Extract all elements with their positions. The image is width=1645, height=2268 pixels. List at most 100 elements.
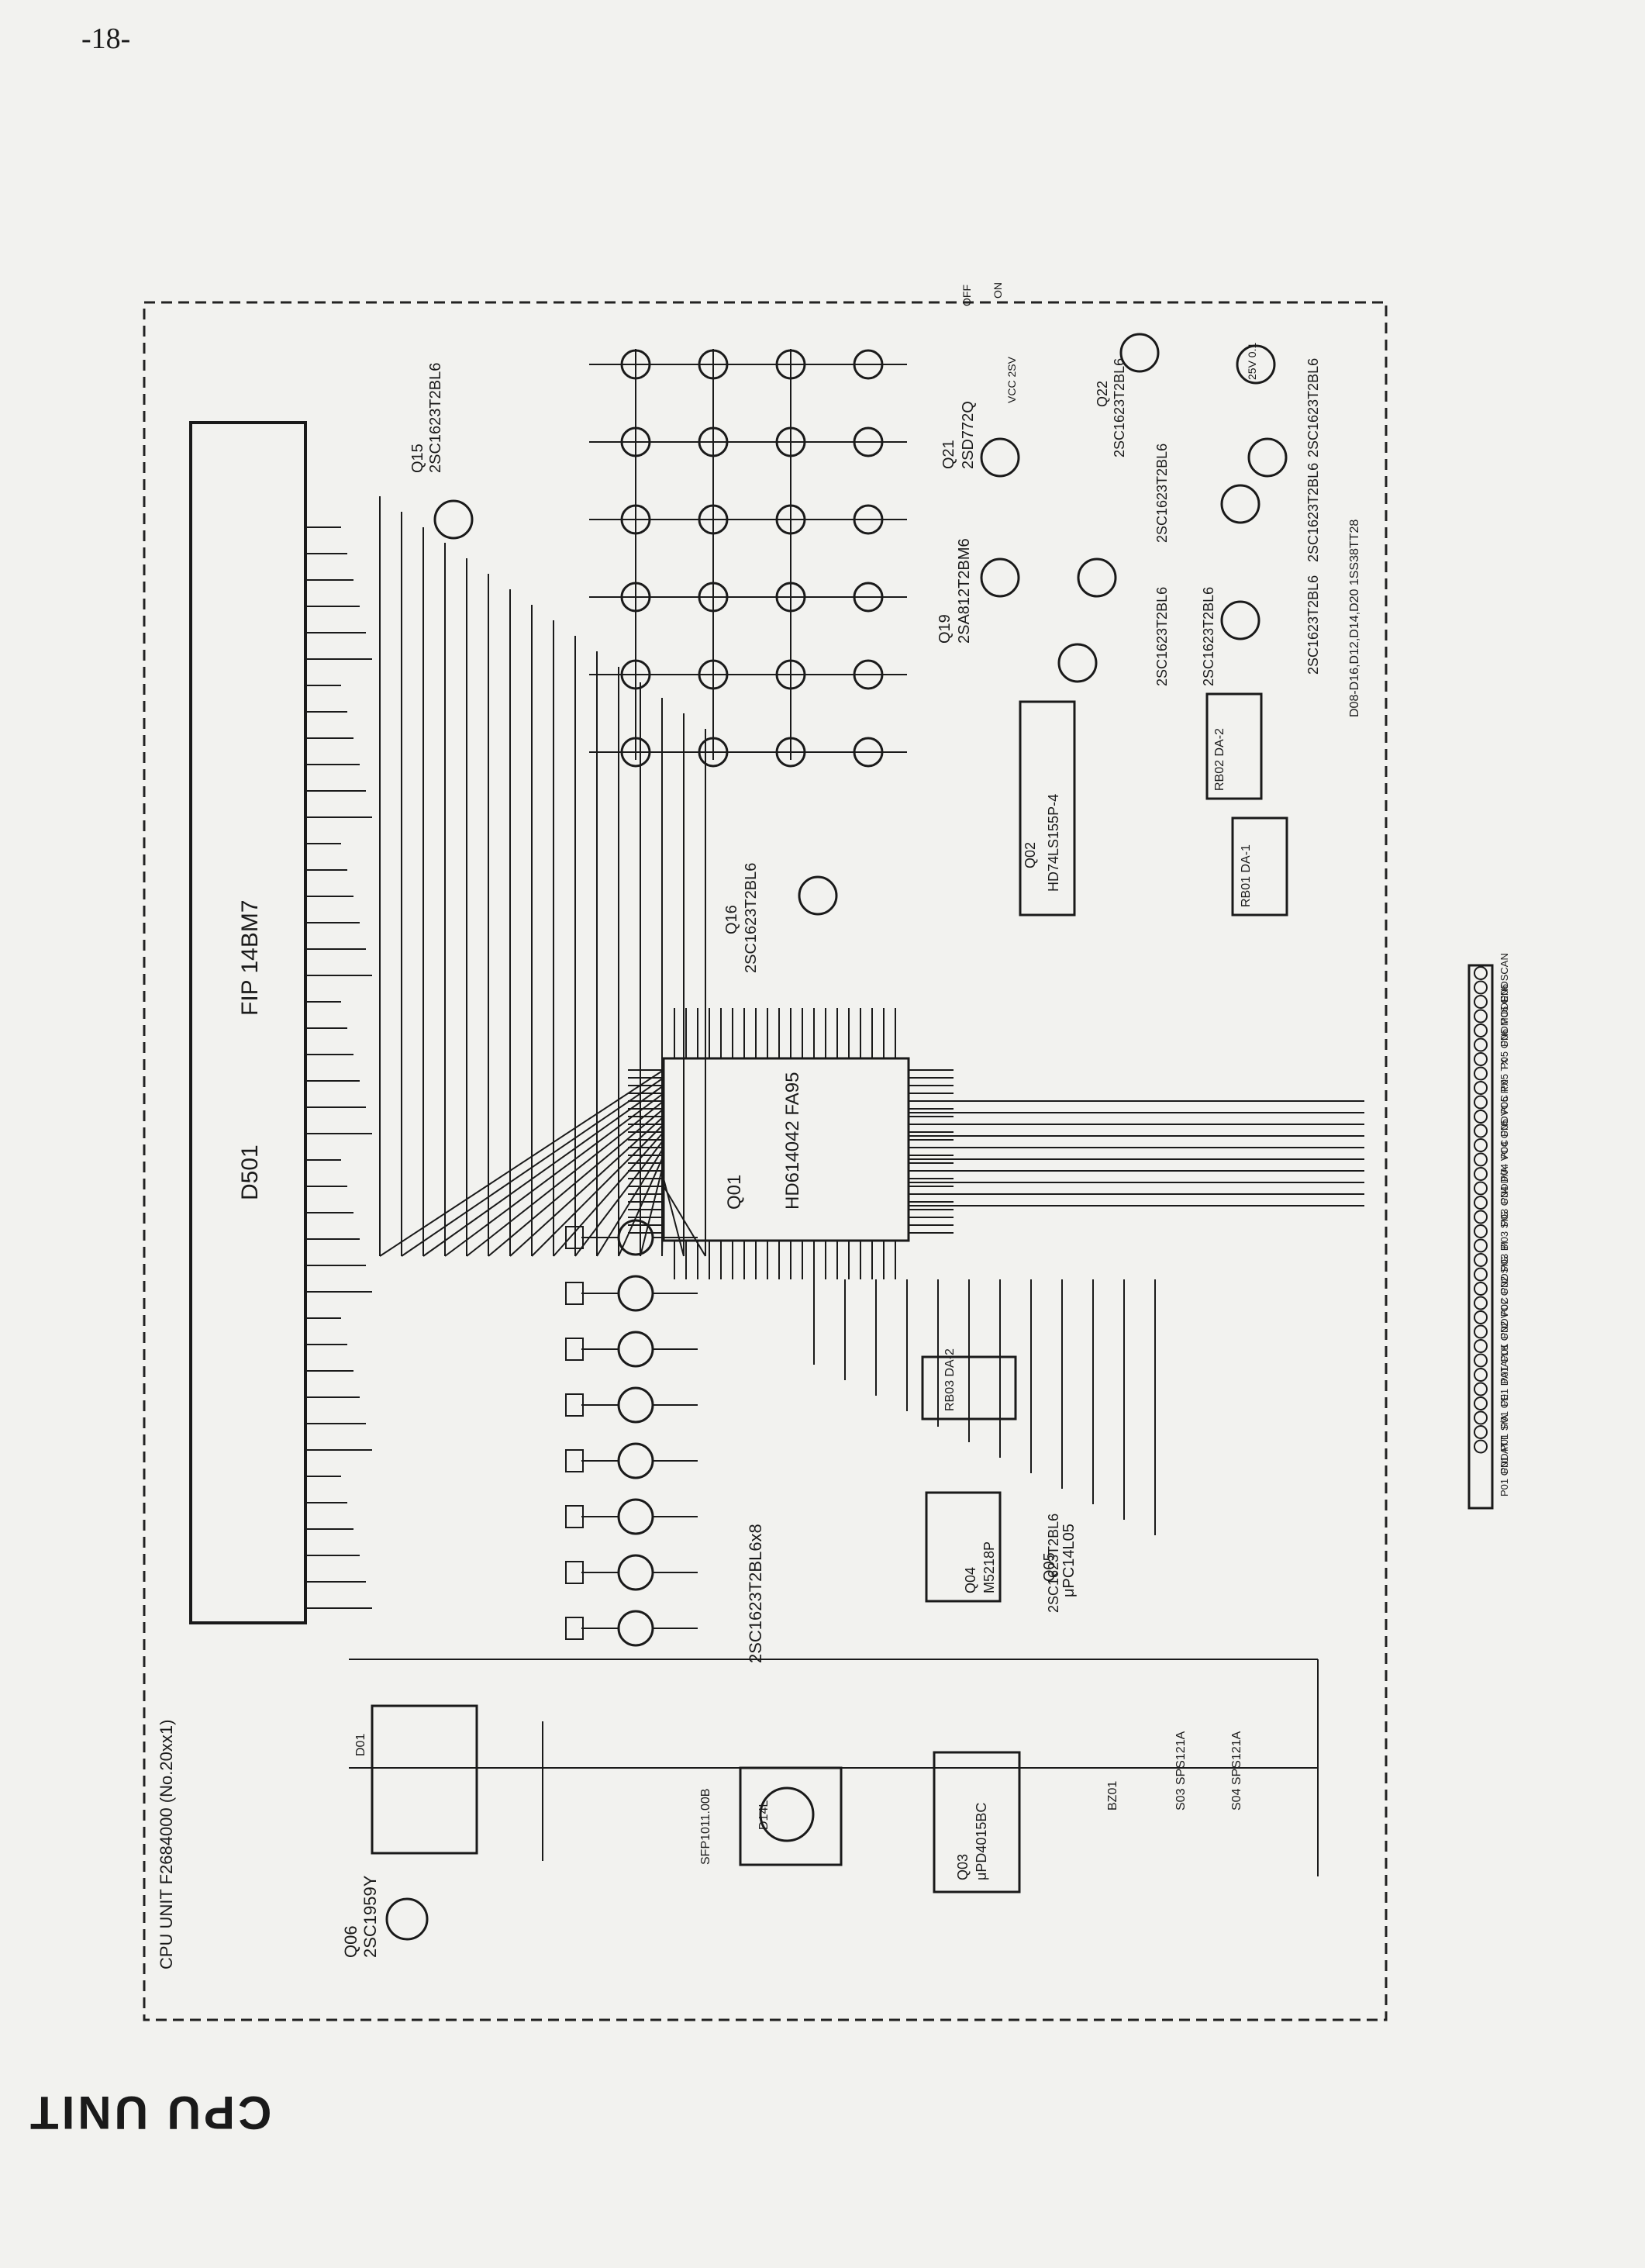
key-switch: [775, 659, 806, 690]
key-switch: [775, 504, 806, 535]
q15-ref: Q15: [409, 444, 426, 473]
key-switch: [853, 582, 884, 613]
connector-pin: [1474, 1052, 1488, 1066]
q06-ref: Q06: [341, 1925, 360, 1958]
key-switch: [698, 659, 729, 690]
rb01-block: [1231, 816, 1288, 917]
connector-pin: [1474, 1296, 1488, 1310]
bus-wire: [553, 1131, 664, 1257]
key-switch: [853, 349, 884, 380]
switch-s04: S04 SPS121A: [1230, 1731, 1243, 1811]
q06-part: 2SC1959Y: [360, 1875, 380, 1958]
key-switch: [620, 349, 651, 380]
q16-part: 2SC1623T2BL6: [743, 863, 760, 973]
connector-housing: [1467, 964, 1494, 1510]
transistor-symbol: [617, 1554, 654, 1591]
connector-pin: [1474, 980, 1488, 995]
wiring: [349, 496, 1364, 1876]
q03-part: μPD4015BC: [974, 1803, 989, 1880]
key-switch: [698, 426, 729, 457]
key-switch: [620, 659, 651, 690]
q22-ref: Q22: [1095, 381, 1110, 407]
connector-label: P06 MODE: [1498, 996, 1510, 1047]
q03-ref: Q03: [955, 1854, 971, 1880]
diode-note: D08-D16,D12,D14,D20 1SS38TT28: [1348, 520, 1361, 717]
transistor-symbol: [980, 437, 1020, 478]
key-switch: [620, 582, 651, 613]
connector-pin: [1474, 1095, 1488, 1110]
connector-pin: [1474, 1339, 1488, 1353]
connector-pin: [1474, 1425, 1488, 1439]
q21-ref: Q21: [940, 440, 957, 469]
connector-pin: [1474, 966, 1488, 980]
bus-wire: [466, 1100, 664, 1257]
transistor-symbol: [1119, 333, 1160, 373]
connector-label: P01 DATA: [1498, 1360, 1510, 1407]
page-title: CPU UNIT: [27, 2087, 272, 2139]
cap-label: 25V 0.1: [1246, 343, 1258, 380]
d01-ref: D01: [354, 1734, 367, 1756]
transistor-symbol: [1057, 643, 1098, 683]
switch-s03: S03 SPS121A: [1174, 1731, 1188, 1811]
rb01-label: RB01 DA-1: [1240, 844, 1253, 907]
vcc-note: VCC 2SV: [1005, 356, 1018, 403]
q22-part: 2SC1623T2BL6: [1112, 358, 1127, 457]
bus-wire: [640, 1162, 664, 1257]
rb02-label: RB02 DA-2: [1213, 728, 1226, 791]
resistor: [565, 1338, 584, 1361]
key-switch: [698, 582, 729, 613]
key-switch: [775, 349, 806, 380]
q04-ref: Q04: [963, 1567, 978, 1593]
connector-label: P01 CLK: [1498, 1344, 1510, 1384]
connector-label: P01 S/A: [1498, 1414, 1510, 1452]
connector-label: P06 SCAN: [1498, 953, 1510, 1002]
connector-pin: [1474, 1037, 1488, 1052]
rb03-label: RB03 DA-2: [943, 1348, 957, 1411]
q23-part: 2SC1623T2BL6: [1305, 358, 1321, 457]
connector-pin: [1474, 1310, 1488, 1324]
transistor-symbol: [617, 1442, 654, 1479]
q15-part: 2SC1623T2BL6: [427, 363, 444, 473]
crystal-body: [759, 1786, 815, 1842]
q25-part: 2SC1623T2BL6: [1305, 575, 1321, 675]
q03-chip: [933, 1751, 1021, 1893]
q02-part: HD74LS155P-4: [1046, 794, 1061, 892]
connector-pin: [1474, 1282, 1488, 1296]
transistor-symbol: [617, 1498, 654, 1535]
connector-pin: [1474, 1410, 1488, 1425]
connector-label: P05 GND: [1498, 1026, 1510, 1069]
connector-pin: [1474, 1009, 1488, 1024]
key-switch: [775, 582, 806, 613]
q19-part: 2SA812T2BM6: [956, 538, 973, 644]
q16-ref: Q16: [723, 905, 740, 934]
connector-pin: [1474, 1368, 1488, 1382]
transistor-symbol: [1220, 600, 1260, 640]
vfd-ref: D501: [237, 1144, 263, 1200]
key-switch: [620, 737, 651, 768]
resistor: [565, 1561, 584, 1584]
bus-wire: [509, 1116, 664, 1257]
connector-label: P01 GND: [1498, 1318, 1510, 1362]
q19-ref: Q19: [936, 614, 954, 644]
transistor-symbol: [617, 1610, 654, 1647]
connector-label: P01 ATT: [1498, 1435, 1510, 1474]
transistor-symbol: [617, 1386, 654, 1424]
connector-pin: [1474, 1024, 1488, 1037]
connector-pin: [1474, 1396, 1488, 1410]
transistor-symbol: [1220, 484, 1260, 524]
frame-label: CPU UNIT F2684000 (No.20xx1): [157, 1720, 176, 1969]
connector-pin: [1474, 1167, 1488, 1181]
vfd-model: FIP 14BM7: [237, 899, 263, 1016]
rb02-block: [1205, 692, 1263, 800]
bus-wire: [422, 1085, 664, 1257]
buzzer-label: BZ01: [1106, 1781, 1119, 1811]
connector-pin: [1474, 1382, 1488, 1396]
cpu-ref: Q01: [724, 1175, 745, 1210]
key-switch: [775, 737, 806, 768]
q20-part: 2SC1623T2BL6: [1154, 444, 1170, 543]
connector-pin: [1474, 1224, 1488, 1238]
q04-part: M5218P: [981, 1541, 997, 1593]
unit-frame: [143, 301, 1388, 2021]
transistor-symbol: [1077, 558, 1117, 598]
